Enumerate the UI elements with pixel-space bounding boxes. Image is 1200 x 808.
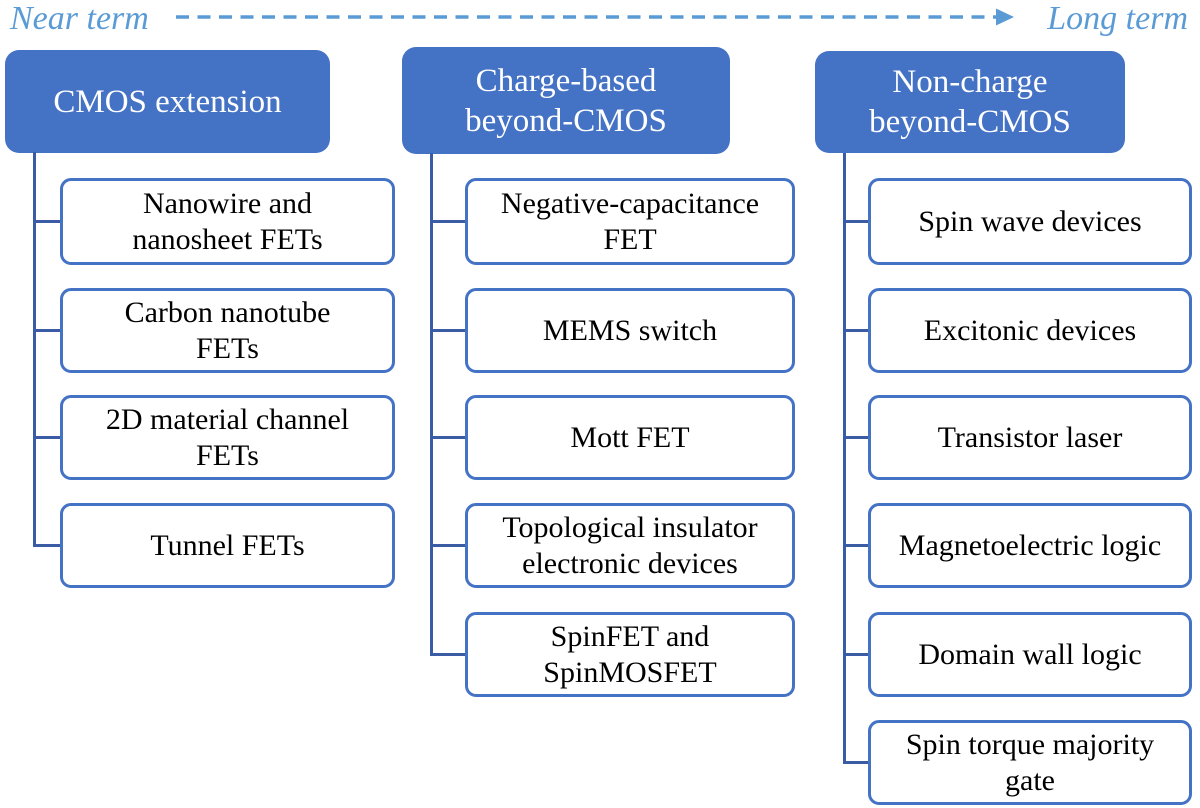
item-2d-material-channel-fets: 2D material channel FETs	[60, 395, 395, 480]
connector-line	[33, 152, 36, 547]
item-spinfet-and-spinmosfet: SpinFET and SpinMOSFET	[465, 612, 795, 697]
item-mems-switch: MEMS switch	[465, 288, 795, 373]
timeline-dashed-arrow-icon	[176, 8, 1014, 26]
connector-line	[430, 153, 433, 656]
connector-line	[33, 544, 62, 547]
connector-line	[843, 761, 868, 764]
item-tunnel-fets: Tunnel FETs	[60, 503, 395, 588]
column-header-cmos-extension: CMOS extension	[5, 50, 330, 153]
connector-line	[843, 220, 868, 223]
item-domain-wall-logic: Domain wall logic	[868, 612, 1192, 697]
connector-line	[843, 329, 868, 332]
item-topological-insulator-electronic-devices: Topological insulator electronic devices	[465, 503, 795, 588]
long-term-label: Long term	[1047, 0, 1188, 37]
connector-line	[33, 220, 62, 223]
connector-line	[843, 544, 868, 547]
column-header-non-charge-beyond-cmos: Non-charge beyond-CMOS	[815, 51, 1125, 153]
connector-line	[430, 220, 465, 223]
connector-line	[33, 329, 62, 332]
connector-line	[430, 436, 465, 439]
connector-line	[843, 153, 846, 764]
column-header-charge-based-beyond-cmos: Charge-based beyond-CMOS	[402, 47, 730, 154]
item-spin-torque-majority-gate: Spin torque majority gate	[868, 720, 1192, 805]
item-transistor-laser: Transistor laser	[868, 395, 1192, 480]
item-mott-fet: Mott FET	[465, 395, 795, 480]
connector-line	[430, 653, 465, 656]
item-spin-wave-devices: Spin wave devices	[868, 178, 1192, 265]
connector-line	[843, 653, 868, 656]
item-nanowire-nanosheet-fets: Nanowire and nanosheet FETs	[60, 178, 395, 265]
item-excitonic-devices: Excitonic devices	[868, 288, 1192, 373]
item-carbon-nanotube-fets: Carbon nanotube FETs	[60, 288, 395, 373]
connector-line	[430, 329, 465, 332]
near-term-label: Near term	[10, 0, 149, 37]
connector-line	[843, 436, 868, 439]
item-magnetoelectric-logic: Magnetoelectric logic	[868, 503, 1192, 588]
item-negative-capacitance-fet: Negative-capacitance FET	[465, 178, 795, 265]
connector-line	[33, 436, 62, 439]
connector-line	[430, 544, 465, 547]
